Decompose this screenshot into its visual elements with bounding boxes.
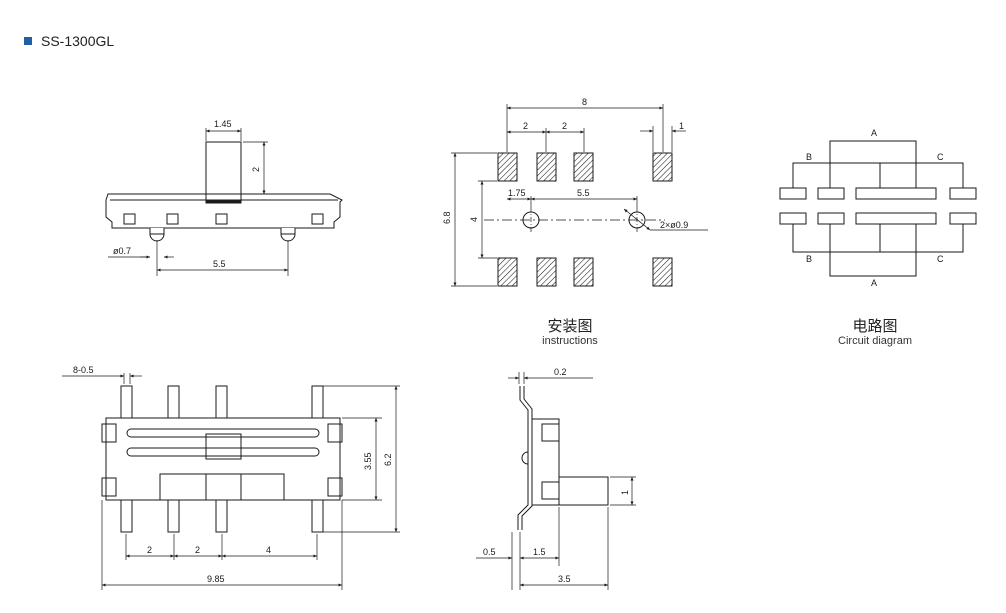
dim-top-total-width: 9.85 xyxy=(207,574,225,584)
dim-side-pitch: 5.5 xyxy=(213,259,226,269)
circuit-label-a-top: A xyxy=(871,128,877,138)
circuit-caption-en: Circuit diagram xyxy=(838,335,912,348)
dim-pcb-offset: 1.75 xyxy=(508,188,526,198)
side-view xyxy=(105,128,343,276)
circuit-caption-zh: 电路图 xyxy=(852,317,898,335)
instructions-caption: 安装图 instructions xyxy=(520,317,620,348)
circuit-label-c-top: C xyxy=(937,152,944,162)
dim-side-hole-dia: ø0.7 xyxy=(113,246,131,256)
dim-pcb-hole: 2×ø0.9 xyxy=(660,220,688,230)
dim-end-body: 1.5 xyxy=(533,547,546,557)
end-view xyxy=(476,372,636,590)
dim-pcb-hole-pitch: 5.5 xyxy=(577,188,590,198)
dim-pcb-overall: 8 xyxy=(582,97,587,107)
dim-top-pitch-2: 2 xyxy=(195,545,200,555)
dim-pcb-row-span: 6.8 xyxy=(442,211,452,224)
circuit-label-b-top: B xyxy=(806,152,812,162)
dim-end-thickness: 0.2 xyxy=(554,367,567,377)
dim-side-height: 2 xyxy=(251,167,261,172)
dim-top-knob: 8-0.5 xyxy=(73,365,94,375)
dim-top-height-total: 6.2 xyxy=(383,453,393,466)
circuit-caption: 电路图 Circuit diagram xyxy=(820,317,930,348)
model-name: SS-1300GL xyxy=(41,33,115,49)
pcb-layout xyxy=(451,104,708,287)
circuit-label-c-bottom: C xyxy=(937,254,944,264)
dim-end-offset: 0.5 xyxy=(483,547,496,557)
instructions-caption-en: instructions xyxy=(542,335,598,348)
product-title: SS-1300GL xyxy=(24,33,114,49)
instructions-caption-zh: 安装图 xyxy=(547,317,593,335)
dim-end-total: 3.5 xyxy=(558,574,571,584)
dim-top-pitch-3: 4 xyxy=(266,545,271,555)
circuit-label-b-bottom: B xyxy=(806,254,812,264)
dim-top-pitch-1: 2 xyxy=(147,545,152,555)
dim-pcb-pitch-a: 2 xyxy=(523,121,528,131)
dim-pcb-pitch-b: 2 xyxy=(562,121,567,131)
dim-side-top-width: 1.45 xyxy=(214,119,232,129)
top-view xyxy=(62,373,400,590)
dim-pcb-pad: 1 xyxy=(679,121,684,131)
dim-end-knob: 1 xyxy=(620,490,630,495)
dim-top-height-inner: 3.55 xyxy=(363,452,373,470)
dim-pcb-inner: 4 xyxy=(469,217,479,222)
bullet-square-icon xyxy=(24,37,32,45)
circuit-diagram xyxy=(779,140,977,277)
circuit-label-a-bottom: A xyxy=(871,278,877,288)
